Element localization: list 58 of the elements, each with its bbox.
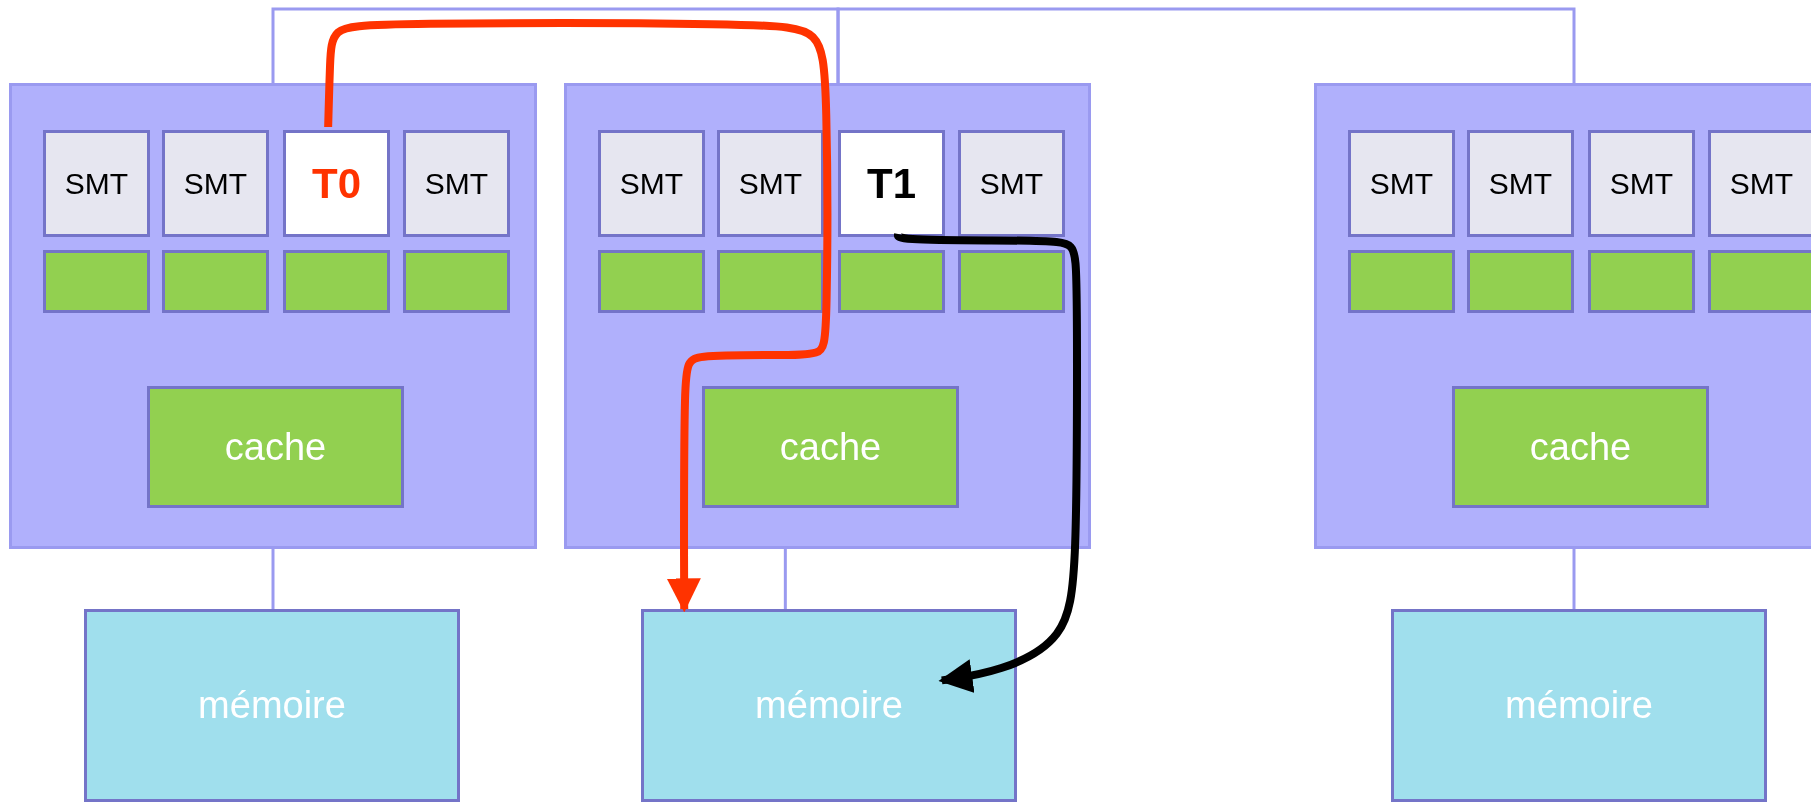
node-label: T1 — [867, 159, 916, 208]
thread-box — [1467, 130, 1574, 237]
node-label: cache — [779, 425, 882, 469]
memory-box — [1391, 609, 1767, 802]
node-label: SMT — [1729, 166, 1794, 201]
arrow — [893, 230, 1081, 693]
processor-box — [564, 83, 1091, 549]
execution-unit-block — [403, 250, 510, 313]
memory-box — [84, 609, 460, 802]
execution-unit-block — [958, 250, 1065, 313]
processor-box — [9, 83, 537, 549]
node-label: SMT — [619, 166, 684, 201]
node-label: cache — [224, 425, 327, 469]
node-label: cache — [1529, 425, 1632, 469]
execution-unit-block — [838, 250, 945, 313]
connector-line — [271, 7, 840, 83]
node-label: T0 — [312, 159, 361, 208]
execution-unit-block — [162, 250, 269, 313]
connector-line — [836, 7, 1576, 83]
execution-unit-block — [43, 250, 150, 313]
thread-box — [958, 130, 1065, 237]
connector-line — [783, 549, 787, 609]
node-label: SMT — [979, 166, 1044, 201]
execution-unit-block — [1588, 250, 1695, 313]
node-label: SMT — [738, 166, 803, 201]
thread-box — [717, 130, 824, 237]
thread-box — [838, 130, 945, 237]
node-label: SMT — [1609, 166, 1674, 201]
thread-box — [1348, 130, 1455, 237]
connector-line — [271, 549, 275, 609]
node-label: mémoire — [198, 684, 346, 727]
execution-unit-block — [717, 250, 824, 313]
thread-box — [162, 130, 269, 237]
cache-box — [1452, 386, 1709, 508]
thread-box — [1588, 130, 1695, 237]
connector-line — [1572, 549, 1576, 609]
thread-box — [598, 130, 705, 237]
execution-unit-block — [283, 250, 390, 313]
node-label: mémoire — [1505, 684, 1653, 727]
thread-box — [43, 130, 150, 237]
node-label: SMT — [424, 166, 489, 201]
thread-box — [283, 130, 390, 237]
execution-unit-block — [1348, 250, 1455, 313]
arrow — [324, 19, 832, 613]
memory-box — [641, 609, 1017, 802]
execution-unit-block — [598, 250, 705, 313]
node-label: mémoire — [755, 684, 903, 727]
cache-box — [147, 386, 404, 508]
execution-unit-block — [1467, 250, 1574, 313]
execution-unit-block — [1708, 250, 1811, 313]
processor-box — [1314, 83, 1811, 549]
node-label: SMT — [64, 166, 129, 201]
cache-box — [702, 386, 959, 508]
thread-box — [403, 130, 510, 237]
node-label: SMT — [1369, 166, 1434, 201]
node-label: SMT — [1488, 166, 1553, 201]
thread-box — [1708, 130, 1811, 237]
node-label: SMT — [183, 166, 248, 201]
